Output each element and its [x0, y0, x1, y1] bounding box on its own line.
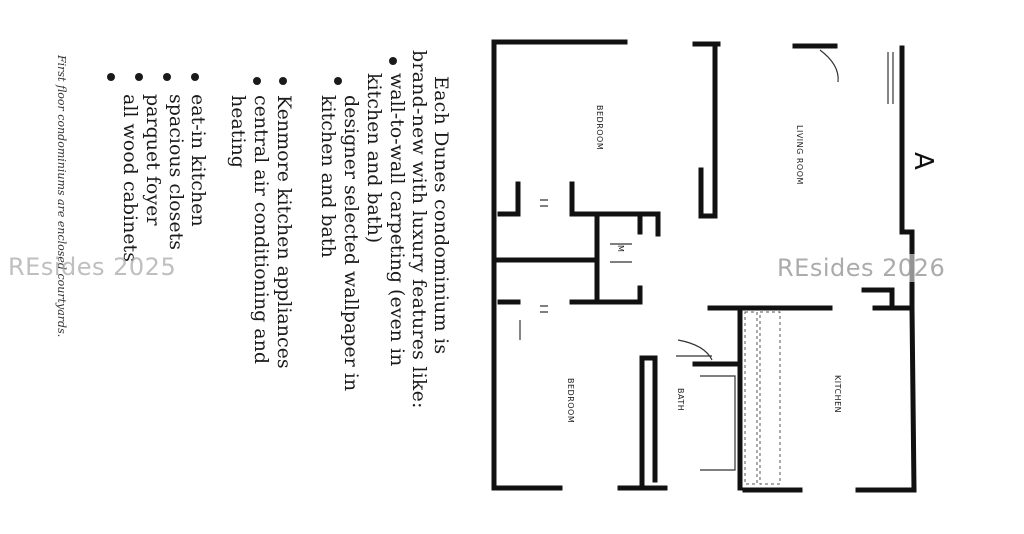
bullet-dot-6	[163, 73, 171, 81]
unit-letter: A	[908, 152, 938, 170]
bullet-dot-4	[253, 77, 261, 85]
room-label-hall: M	[616, 245, 625, 252]
fixtures	[519, 49, 894, 485]
room-label-bedroom-top: BEDROOM	[595, 105, 604, 150]
watermark-left: REsides 2025	[8, 253, 177, 281]
bullet-dot-8	[107, 73, 115, 81]
bullet-dot-5	[191, 73, 199, 81]
bullet-dot-7	[135, 73, 143, 81]
bullet-dot-2	[334, 77, 342, 85]
bullet-dot-3	[279, 77, 287, 85]
bullet-dot-1	[389, 57, 397, 65]
room-label-kitchen: KITCHEN	[833, 375, 842, 413]
room-label-bedroom-bottom: BEDROOM	[566, 378, 575, 423]
room-label-living-room: LIVING ROOM	[795, 125, 804, 185]
room-label-bath: BATH	[676, 388, 685, 411]
watermark-right: REsides 2026	[773, 254, 950, 282]
interior-walls	[491, 41, 895, 491]
